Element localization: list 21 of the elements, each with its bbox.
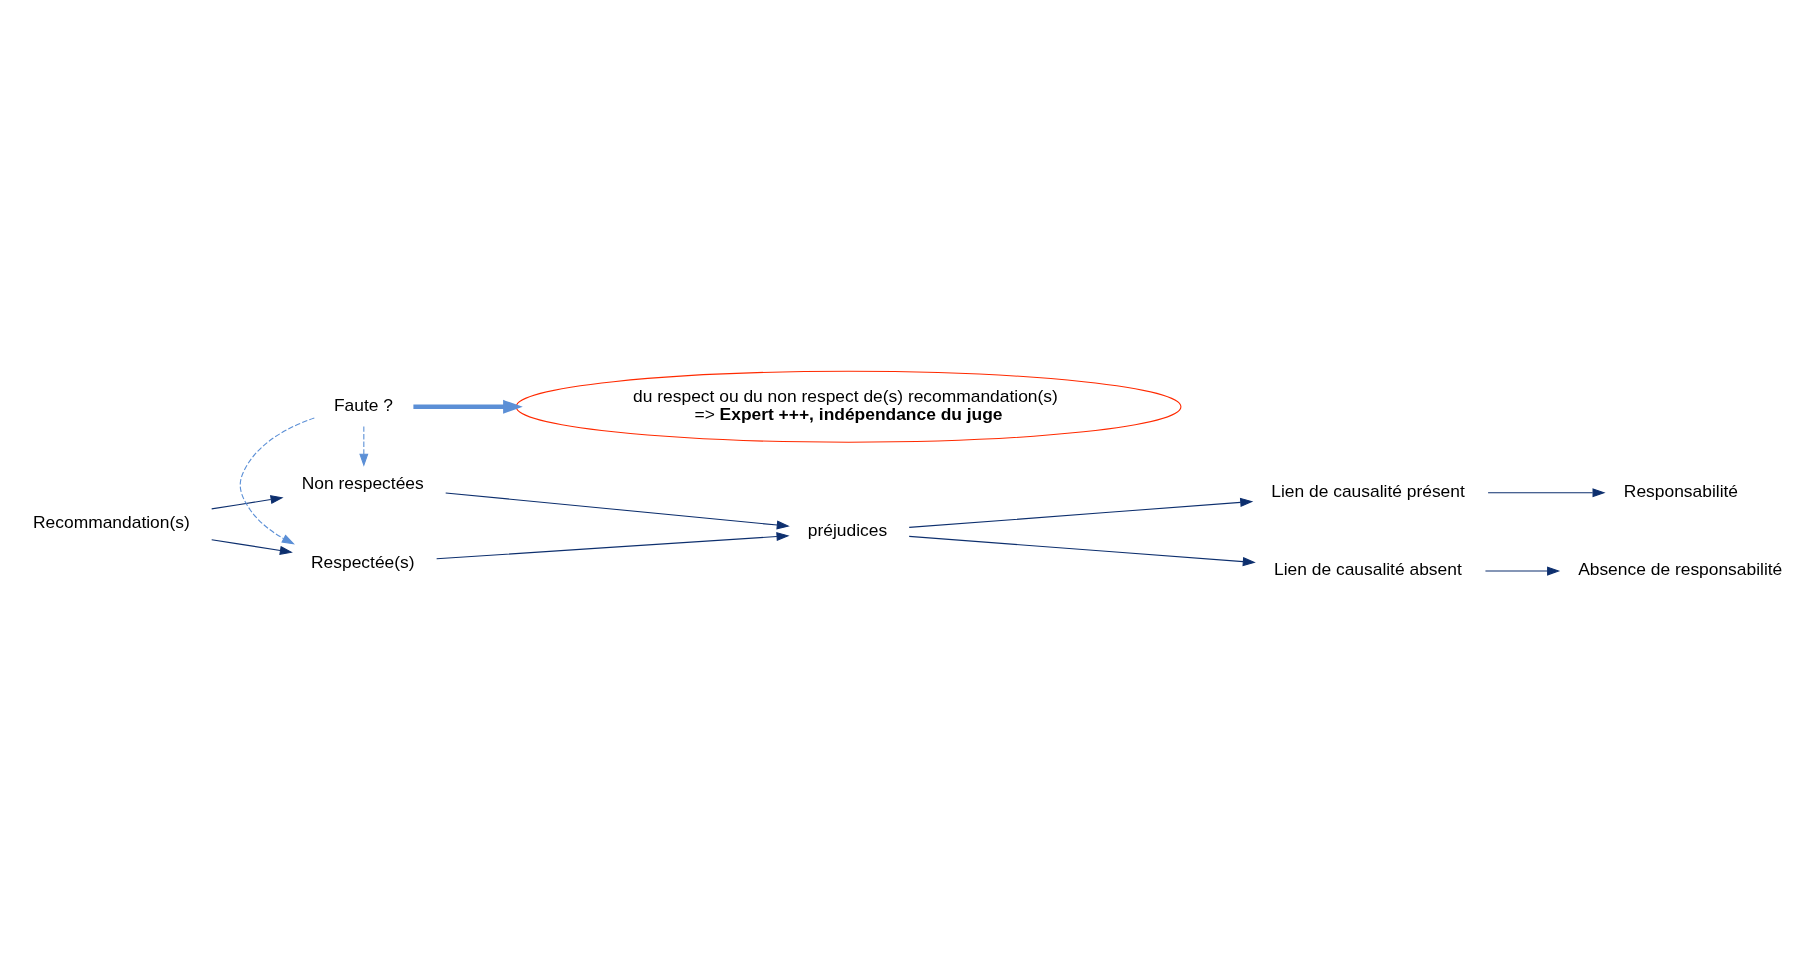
node-text: Recommandation(s) [33, 512, 190, 533]
arrow [211, 495, 284, 510]
arrow [445, 492, 790, 530]
node-text: Lien de causalité présent [1271, 480, 1465, 501]
node-text: Faute ? [333, 394, 393, 415]
node-ellipse: du respect ou du non respect de(s) recommandation(s) => Expert +++, indépendance du juge [515, 370, 1182, 443]
arrow [359, 425, 369, 467]
node-text: Absence de responsabilité [1578, 559, 1783, 580]
arrow [436, 531, 790, 560]
arrow [1484, 566, 1561, 576]
arrow [413, 399, 523, 414]
node-text: Non respectées [301, 473, 424, 494]
arrow [1487, 488, 1606, 498]
node-text: Lien de causalité absent [1274, 559, 1462, 580]
node-text: Responsabilité [1623, 480, 1739, 501]
node-text: Respectée(s) [311, 551, 415, 572]
arrow [908, 535, 1256, 567]
arrow [211, 539, 293, 555]
node-text: préjudices [807, 520, 888, 541]
arrow [908, 497, 1254, 528]
arrow [239, 417, 315, 545]
